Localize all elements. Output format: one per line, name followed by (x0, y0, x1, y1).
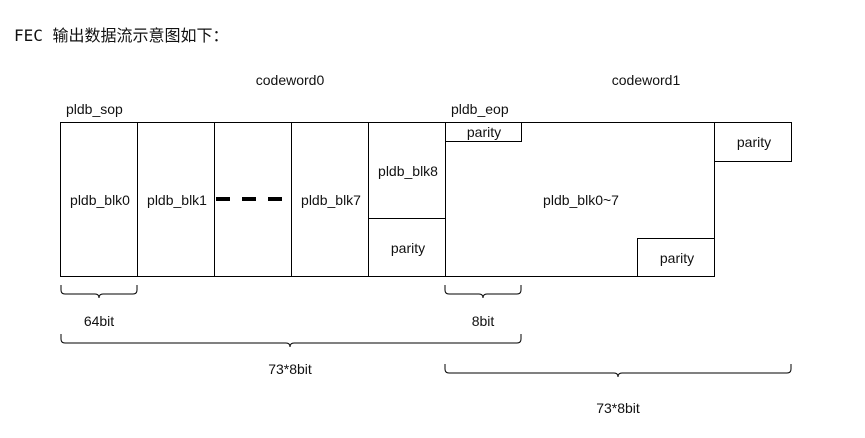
block-label: pldb_blk7 (301, 192, 361, 208)
brace-codeword0-total (60, 334, 522, 348)
block-parity-codeword1: parity (714, 122, 792, 162)
pldb-eop-label: pldb_eop (451, 101, 509, 117)
block-pldb-blk1: pldb_blk1 (137, 122, 215, 277)
block-parity-codeword0: parity (368, 218, 446, 277)
block-pldb-blk0: pldb_blk0 (60, 122, 138, 277)
codeword1-label: codeword1 (611, 72, 681, 88)
brace-label-64bit: 64bit (83, 313, 115, 329)
brace-8bit (444, 285, 522, 299)
block-label: pldb_blk8 (378, 163, 438, 179)
block-pldb-blk8: pldb_blk8 (368, 122, 446, 219)
codeword0-label: codeword0 (255, 72, 325, 88)
block-label: pldb_blk1 (147, 192, 207, 208)
page-title: FEC 输出数据流示意图如下： (14, 26, 229, 45)
brace-codeword1-total (444, 364, 792, 378)
brace-label-codeword1-total: 73*8bit (596, 400, 640, 416)
brace-label-codeword0-total: 73*8bit (268, 361, 312, 377)
block-label: parity (466, 124, 502, 140)
block-label: pldb_blk0~7 (543, 192, 619, 208)
block-label: parity (390, 240, 426, 256)
block-label: pldb_blk0 (70, 192, 130, 208)
block-label: parity (659, 250, 695, 266)
brace-64bit (60, 285, 138, 299)
block-parity-eop: parity (445, 122, 522, 142)
block-label: parity (736, 134, 772, 150)
brace-label-8bit: 8bit (471, 313, 495, 329)
block-pldb-blk7: pldb_blk7 (291, 122, 369, 277)
block-parity-inner: parity (637, 238, 715, 277)
pldb-sop-label: pldb_sop (66, 101, 123, 117)
